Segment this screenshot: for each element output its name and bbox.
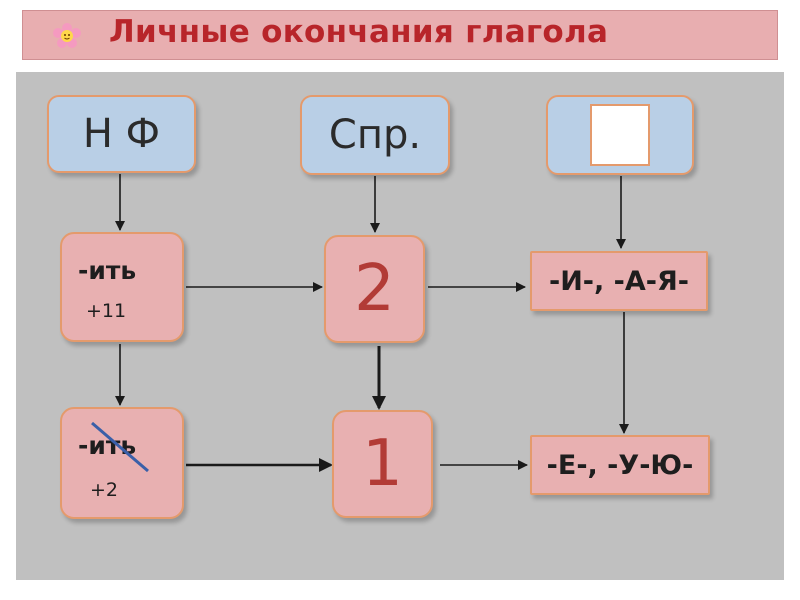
empty-answer-box [546,95,694,175]
spr-box: Спр. [300,95,450,175]
nf-box: Н Ф [47,95,196,173]
conjugation-1-label: 1 [362,427,403,501]
conjugation-1-box: 1 [332,410,433,518]
page-title: Личные окончания глагола [109,14,609,50]
suffix-label-upper: -ить [78,256,137,285]
strike-line [91,421,149,473]
suffix-box-lower: -ить +2 [60,407,184,519]
endings-box-lower: -Е-, -У-Ю- [530,435,710,495]
conjugation-2-box: 2 [324,235,425,343]
count-label-lower: +2 [90,479,119,501]
suffix-box-upper: -ить +11 [60,232,184,342]
spr-label: Спр. [328,112,422,158]
nf-label: Н Ф [82,111,161,157]
endings-label-upper: -И-, -А-Я- [549,265,689,297]
title-bar: Личные окончания глагола [22,10,778,60]
endings-box-upper: -И-, -А-Я- [530,251,708,311]
blank-square [590,104,650,166]
flower-icon [53,23,81,48]
conjugation-2-label: 2 [354,252,395,326]
count-label-upper: +11 [86,300,127,322]
endings-label-lower: -Е-, -У-Ю- [546,449,694,481]
